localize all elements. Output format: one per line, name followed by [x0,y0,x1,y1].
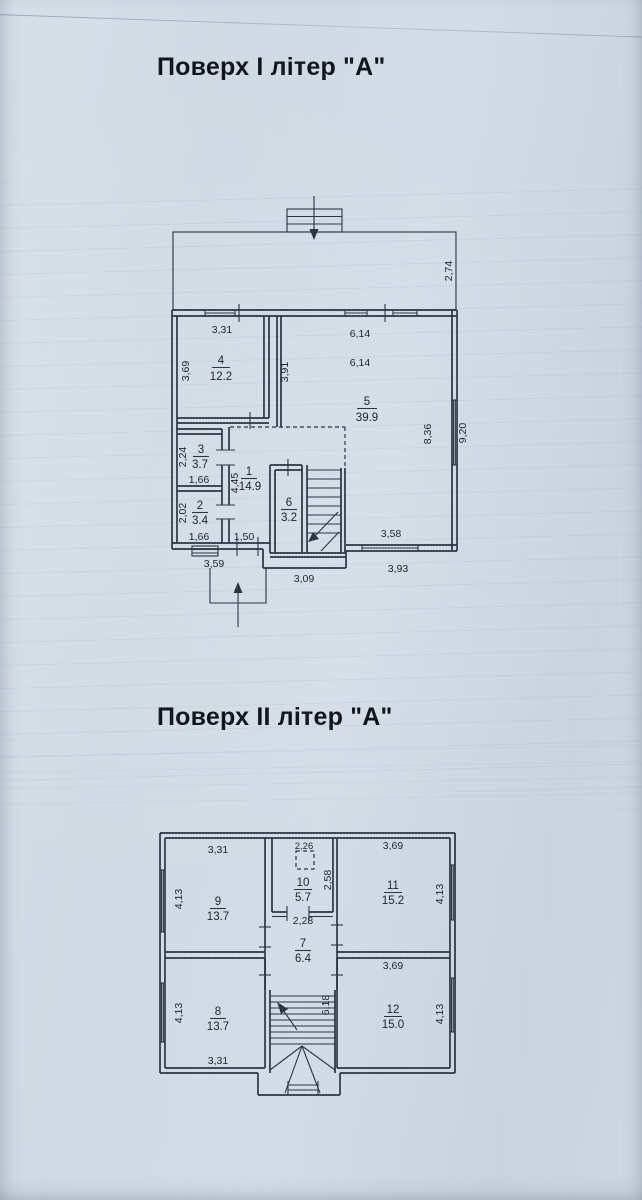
room1-area: 14.9 [239,481,261,493]
floor2-staircase [269,990,336,1095]
dim-r12-right: 4,13 [434,1004,446,1025]
floor2-title: Поверх II літер "А" [157,703,393,731]
floor2-labels: 3,31 2,26 3,69 4,13 9 13.7 10 5.7 2,58 1… [173,840,446,1067]
room9-number: 9 [215,896,221,908]
room6-area: 3.2 [281,512,297,524]
dim-r2-left: 2,02 [177,503,189,524]
dim-r12-top: 3,69 [383,960,404,972]
room8-number: 8 [215,1006,221,1018]
dim-right-inner: 8,36 [422,424,434,445]
floor1-staircase [307,468,346,553]
dim-r9-top: 3,31 [208,844,229,856]
dim-r8-left: 4,13 [173,1003,185,1024]
room5-area: 39.9 [356,412,378,424]
room11-area: 15.2 [382,895,404,907]
dim-r10-top: 2,26 [295,841,314,852]
floor2-plan: 3,31 2,26 3,69 4,13 9 13.7 10 5.7 2,58 1… [159,832,456,1096]
room10-area: 5.7 [295,892,311,904]
room4-number: 4 [218,355,225,367]
floor1-plan: 2,74 3,31 3,69 4 12.2 3,91 6,14 6,14 5 3… [171,196,469,627]
dim-r8-bottom: 3,31 [208,1055,229,1067]
floor2-outer-walls [159,832,456,1096]
room3-number: 3 [198,444,204,456]
floor1-outer-walls [171,309,458,569]
room6-number: 6 [286,497,292,509]
room11-number: 11 [387,880,399,892]
room5-number: 5 [364,396,370,408]
room8-area: 13.7 [207,1021,229,1033]
dim-stairs-height: 6,18 [320,995,332,1016]
room2-area: 3.4 [192,515,209,527]
floor1-title: Поверх I літер "А" [157,53,386,81]
dim-terrace-right: 2,74 [443,261,455,282]
paper-bleedthrough-lines-2 [0,740,642,810]
room7-number: 7 [300,938,306,950]
dim-r5-bottom: 3,58 [381,528,402,540]
dim-r11-right: 4,13 [434,884,446,905]
room12-number: 12 [387,1004,400,1016]
dim-r2-bottom: 1,66 [189,531,210,543]
dim-r4-left: 3,69 [180,361,192,382]
dim-r5-inner: 6,14 [350,357,371,369]
dim-right-outer: 9,20 [457,423,469,444]
dim-hall-top: 2,28 [293,915,314,927]
room12-area: 15.0 [382,1019,404,1031]
dim-bottom-right: 3,93 [388,563,409,575]
paper-crease-line [0,14,642,39]
room7-area: 6.4 [295,953,312,965]
room4-area: 12.2 [210,371,232,383]
floor1-terrace [172,231,457,311]
floor1-inner-walls [177,316,346,558]
dim-bottom-left: 3,59 [204,558,225,570]
dim-r5-top: 6,14 [350,328,371,340]
dim-r10-right: 2,58 [322,870,334,891]
dim-hall-left: 4,45 [229,473,241,494]
floor1-windows [191,304,457,557]
floor1-entry-porch [209,568,267,627]
dim-r11-top: 3,69 [383,840,404,852]
room9-area: 13.7 [207,911,229,923]
dim-r4-top: 3,31 [212,324,233,336]
dim-bottom-mid: 3,09 [294,573,315,585]
room2-number: 2 [197,500,203,512]
dim-r3-bottom: 1,66 [189,474,210,486]
floor2-windows [160,864,455,1043]
dim-r3-left: 2,24 [177,447,189,468]
floor2-inner-walls [165,838,450,1068]
room10-number: 10 [297,877,310,889]
room3-area: 3.7 [192,459,208,471]
floor1-entry-stoop-top [286,196,343,240]
floor1-labels: 2,74 3,31 3,69 4 12.2 3,91 6,14 6,14 5 3… [177,261,469,585]
dim-r9-left: 4,13 [173,889,185,910]
dim-hall-bottom: 1,50 [234,531,255,543]
dim-r5-left: 3,91 [279,362,291,383]
room1-number: 1 [246,466,252,478]
